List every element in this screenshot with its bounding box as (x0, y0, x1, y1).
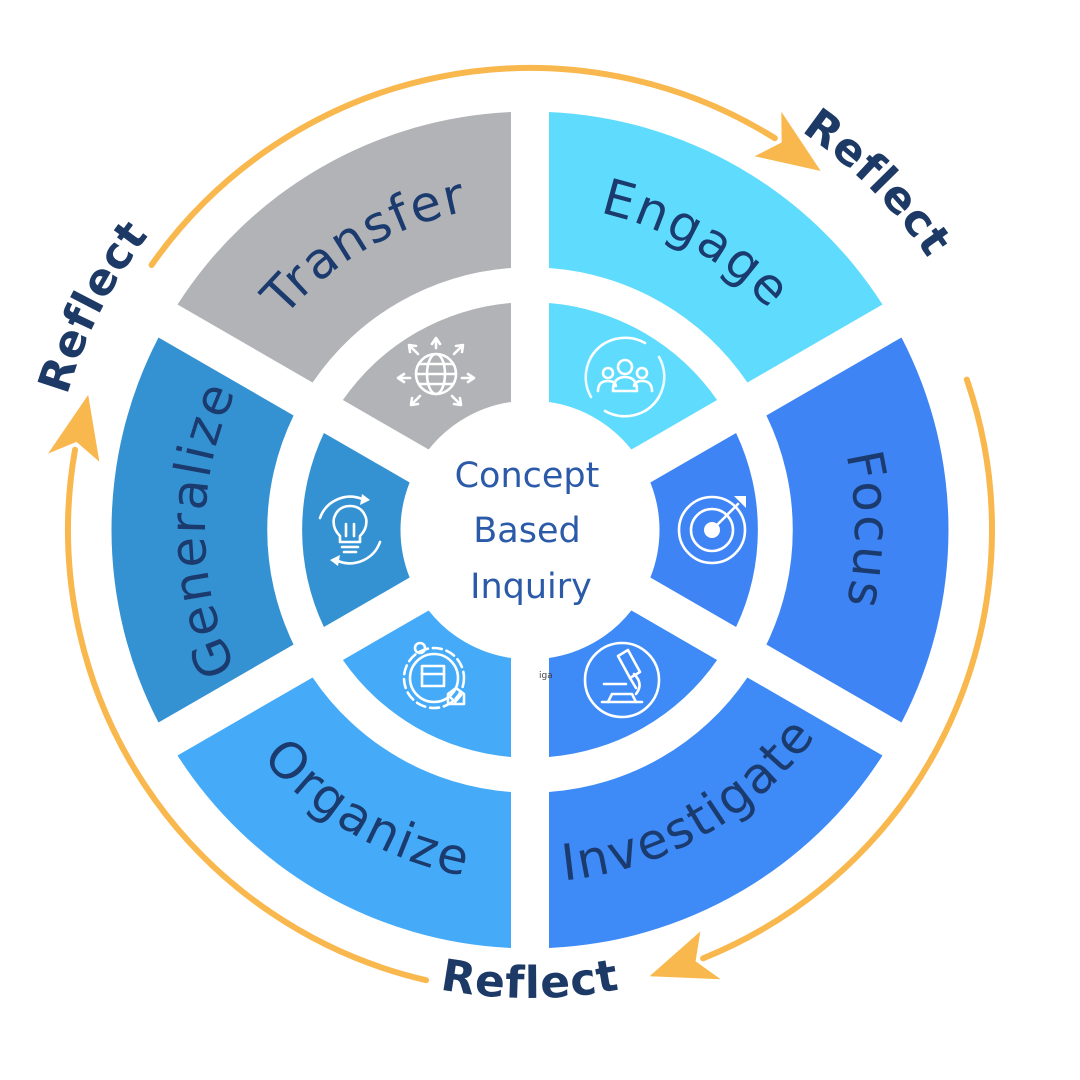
center-line-3: Inquiry (470, 567, 592, 607)
stray-label: iga (539, 671, 553, 681)
segment-focus (766, 337, 949, 723)
center-line-1: Concept (455, 456, 600, 496)
arrowhead-icon (649, 931, 721, 980)
globe-arrows-icon (396, 336, 476, 407)
reflect-arc-2 (700, 376, 995, 962)
organize-gear-icon (402, 641, 466, 710)
inner-segment-organize (342, 610, 511, 757)
segment-organize (177, 677, 511, 948)
reflect-label-bottom: Reflect (438, 950, 623, 1009)
inner-segment-generalize (302, 432, 410, 628)
segment-investigate (549, 677, 883, 948)
reflect-arc-1 (148, 65, 778, 269)
arrowhead-icon (48, 394, 100, 462)
reflect-arc-3 (65, 446, 430, 984)
segment-transfer (177, 112, 511, 383)
target-icon (677, 495, 747, 565)
segment-engage (549, 112, 883, 383)
microscope-icon (583, 641, 661, 719)
segment-generalize (111, 337, 294, 723)
lightbulb-cycle-icon (318, 494, 382, 566)
reflect-label-left: Reflect (29, 211, 158, 399)
center-line-2: Based (473, 511, 580, 551)
outer-ring (111, 112, 949, 948)
reflect-cycle-arrows (48, 65, 995, 984)
arrowhead-icon (754, 111, 821, 171)
stage-label-focus: Focus (835, 445, 901, 614)
group-cycle-icon (584, 336, 666, 418)
inner-segment-engage (549, 303, 718, 450)
